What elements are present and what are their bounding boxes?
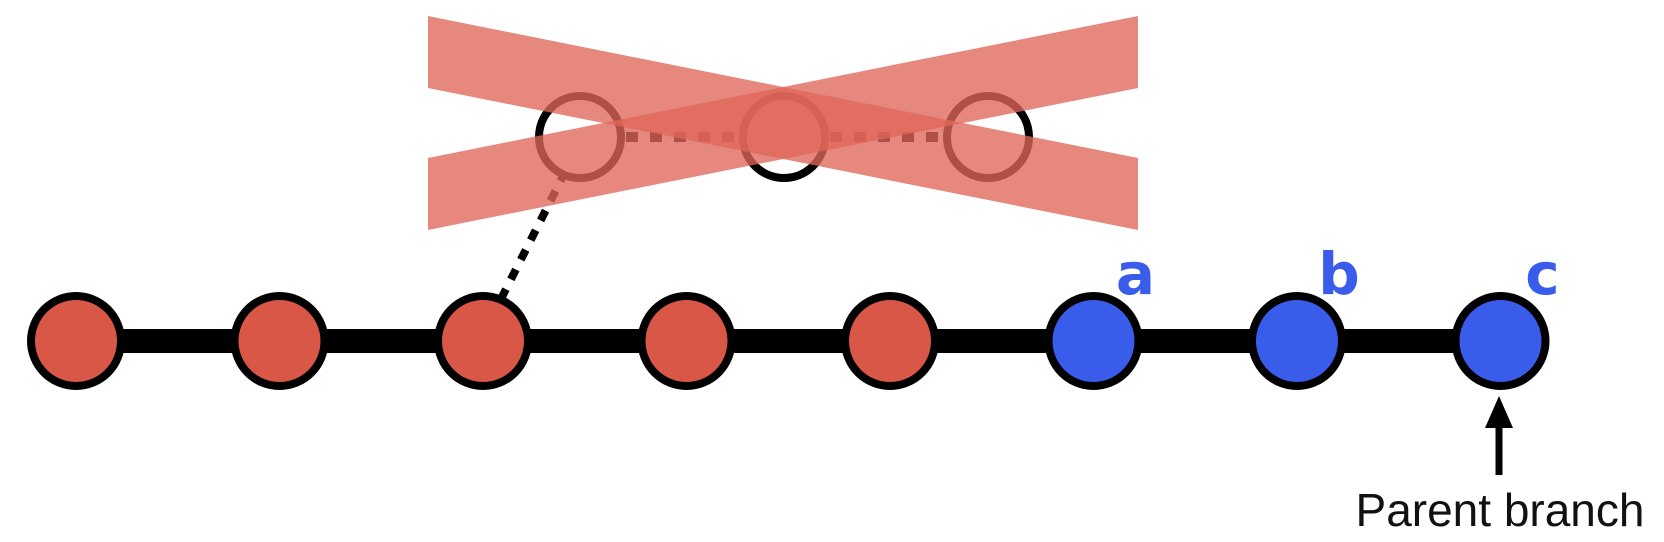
- commit-node-red: [27, 292, 125, 390]
- commit-label: b: [1318, 240, 1360, 308]
- commit-label: c: [1525, 240, 1559, 308]
- main-edge: [935, 329, 1049, 353]
- commit-node-red: [841, 292, 939, 390]
- main-edge: [1138, 329, 1252, 353]
- main-edge: [528, 329, 642, 353]
- arrow-up-icon: [1485, 396, 1513, 428]
- main-edge: [324, 329, 438, 353]
- main-line-edges: [121, 329, 1456, 353]
- cross-out-mark: [428, 16, 1138, 230]
- commit-node-red: [637, 292, 736, 390]
- main-line-commits: [27, 292, 1550, 390]
- parent-branch-annotation: Parent branch: [1356, 396, 1645, 536]
- main-edge: [1342, 329, 1456, 353]
- commit-labels: a b c: [1116, 240, 1560, 308]
- commit-node-blue: [1248, 292, 1346, 390]
- main-edge: [731, 329, 845, 353]
- main-edge: [121, 329, 235, 353]
- commit-node-blue: [1044, 292, 1143, 390]
- parent-branch-label: Parent branch: [1356, 484, 1645, 536]
- commit-node-blue: [1451, 292, 1550, 390]
- commit-node-red: [230, 292, 329, 390]
- commit-node-red: [434, 292, 532, 390]
- commit-label: a: [1116, 240, 1155, 308]
- cross-bar-up: [428, 16, 1138, 230]
